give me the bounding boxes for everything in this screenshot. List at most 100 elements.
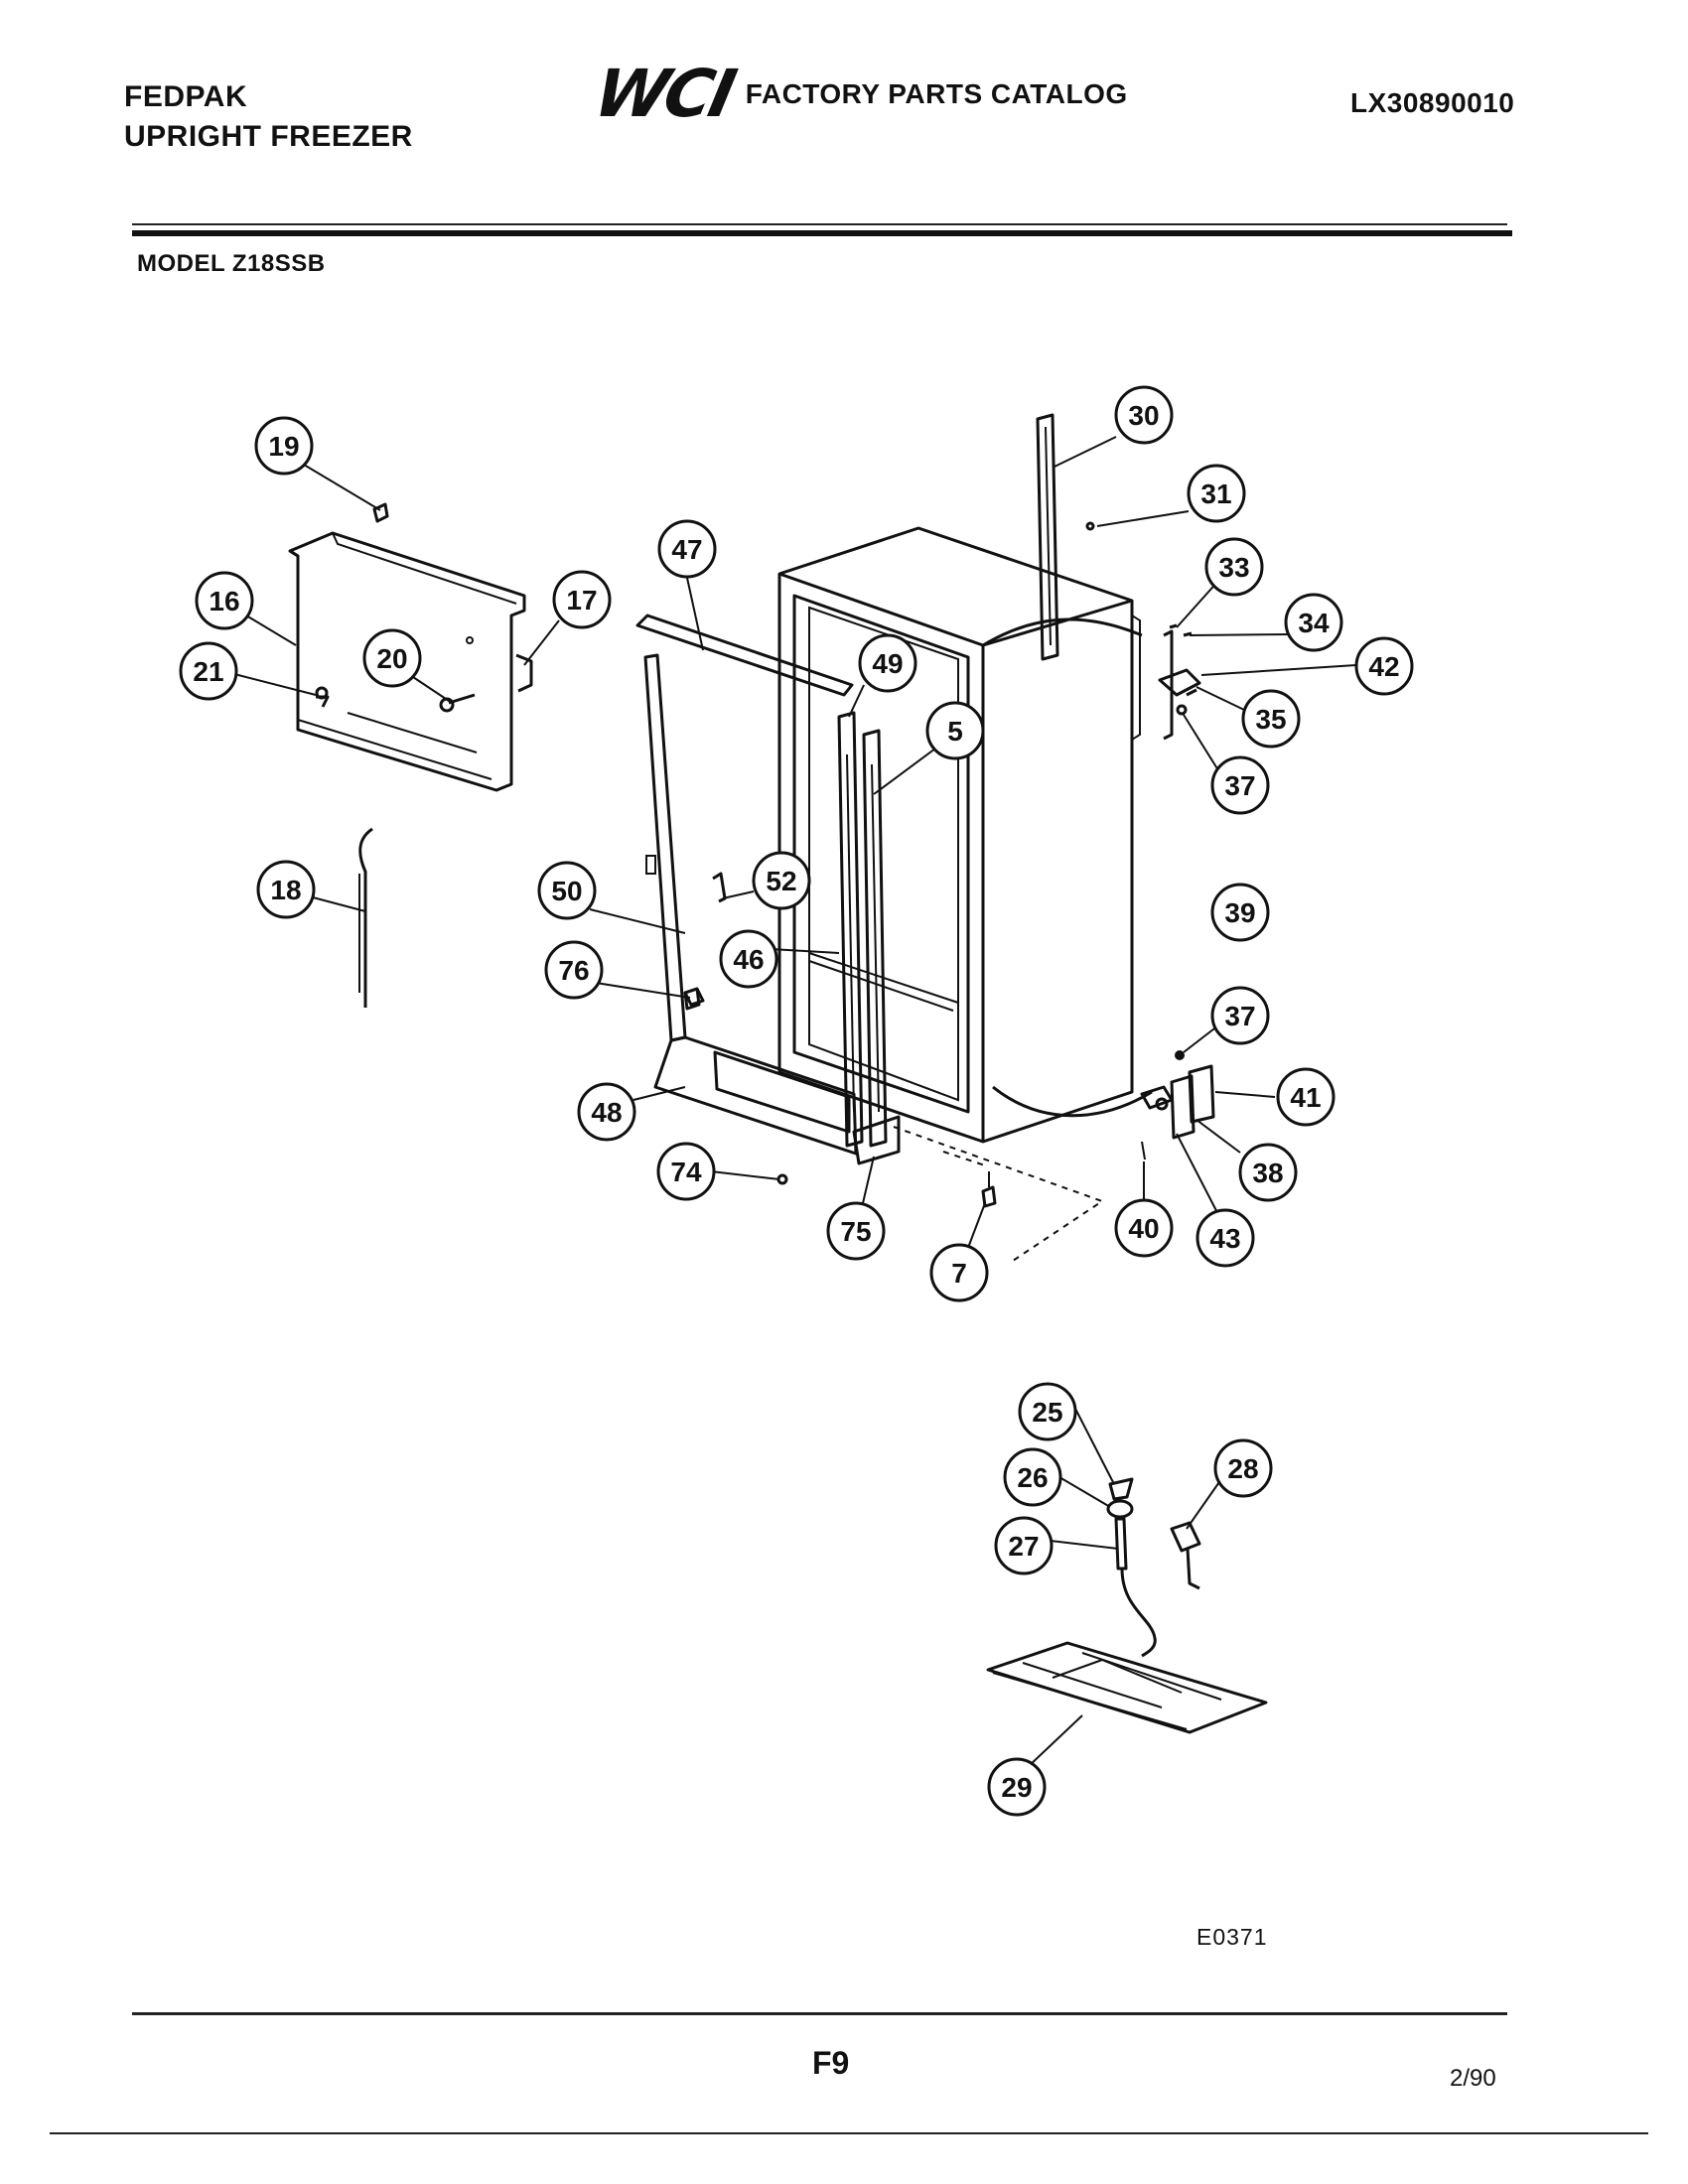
svg-text:37: 37 <box>1224 1001 1255 1031</box>
svg-text:43: 43 <box>1209 1223 1240 1254</box>
svg-text:27: 27 <box>1008 1531 1039 1562</box>
callout-34: 34 <box>1284 593 1343 652</box>
page-number: F9 <box>812 2045 850 2081</box>
catalog-header: WCI FACTORY PARTS CATALOG <box>588 56 1128 132</box>
callout-25: 25 <box>1018 1382 1077 1441</box>
svg-text:39: 39 <box>1224 897 1255 928</box>
callout-42: 42 <box>1354 636 1414 696</box>
callout-21: 21 <box>179 641 238 701</box>
svg-text:31: 31 <box>1200 478 1231 509</box>
revision-date: 2/90 <box>1450 2065 1496 2092</box>
svg-text:74: 74 <box>670 1157 702 1187</box>
callout-39: 39 <box>1210 883 1270 942</box>
callout-5: 5 <box>925 701 985 760</box>
bottom-edge-rule <box>50 2132 1648 2134</box>
svg-text:48: 48 <box>591 1097 622 1128</box>
callout-41: 41 <box>1276 1067 1336 1127</box>
callout-38: 38 <box>1238 1143 1298 1202</box>
callout-74: 74 <box>656 1142 716 1201</box>
callout-76: 76 <box>544 940 604 1000</box>
callout-33: 33 <box>1204 537 1264 597</box>
svg-text:28: 28 <box>1227 1453 1258 1484</box>
svg-text:38: 38 <box>1252 1158 1283 1188</box>
svg-text:35: 35 <box>1255 704 1286 735</box>
callout-18: 18 <box>256 860 316 919</box>
svg-text:49: 49 <box>872 648 903 679</box>
svg-text:42: 42 <box>1368 651 1399 682</box>
brand-name: FEDPAK <box>124 80 248 113</box>
catalog-title: FACTORY PARTS CATALOG <box>745 78 1128 109</box>
callout-46: 46 <box>719 929 778 989</box>
freezer-cabinet <box>777 526 1153 1144</box>
drain-assembly <box>986 1477 1268 1734</box>
callout-50: 50 <box>537 861 597 920</box>
svg-text:30: 30 <box>1128 400 1159 431</box>
catalog-number: LX30890010 <box>1350 87 1515 118</box>
bracket-part-17 <box>515 653 533 693</box>
callout-31: 31 <box>1187 464 1246 523</box>
svg-text:5: 5 <box>947 716 963 747</box>
callout-40: 40 <box>1114 1198 1174 1258</box>
svg-text:37: 37 <box>1224 770 1255 801</box>
svg-text:40: 40 <box>1128 1213 1159 1244</box>
screw-part-21 <box>315 686 330 708</box>
svg-text:20: 20 <box>376 643 407 674</box>
svg-text:25: 25 <box>1032 1397 1062 1428</box>
header-rule-thin <box>132 223 1507 225</box>
hinge-strip-part-30 <box>1036 413 1059 661</box>
assembly-guide-lines <box>893 1126 1105 1262</box>
svg-text:33: 33 <box>1218 552 1249 583</box>
svg-text:29: 29 <box>1001 1772 1032 1803</box>
svg-text:26: 26 <box>1017 1462 1048 1493</box>
callout-29: 29 <box>987 1757 1047 1817</box>
small-hardware <box>683 872 997 1208</box>
callout-48: 48 <box>577 1082 636 1142</box>
callout-27: 27 <box>994 1516 1054 1575</box>
svg-text:75: 75 <box>840 1216 871 1247</box>
svg-text:19: 19 <box>268 431 299 462</box>
callout-16: 16 <box>195 571 254 630</box>
callout-43: 43 <box>1196 1208 1255 1268</box>
callout-17: 17 <box>552 570 612 629</box>
svg-text:52: 52 <box>766 866 796 896</box>
header-product-block: FEDPAK UPRIGHT FREEZER <box>124 77 413 157</box>
callout-49: 49 <box>858 633 917 693</box>
callout-20: 20 <box>362 628 422 688</box>
product-name: UPRIGHT FREEZER <box>124 120 413 153</box>
callout-28: 28 <box>1213 1438 1273 1498</box>
callout-52: 52 <box>752 851 811 910</box>
svg-text:47: 47 <box>671 534 702 565</box>
callout-35: 35 <box>1241 689 1301 749</box>
grille-panel <box>288 531 526 792</box>
callout-7: 7 <box>929 1243 989 1302</box>
clip-part-19 <box>372 502 389 523</box>
callout-19: 19 <box>254 416 314 476</box>
bottom-hinge-group <box>1140 1050 1215 1160</box>
callout-75: 75 <box>826 1201 886 1261</box>
footer-rule <box>132 2012 1507 2015</box>
svg-text:50: 50 <box>551 876 582 906</box>
svg-text:7: 7 <box>951 1258 967 1289</box>
door-gasket-frame <box>635 614 858 1156</box>
svg-text:76: 76 <box>558 955 589 986</box>
strip-part-18 <box>358 827 373 1008</box>
callout-26: 26 <box>1003 1447 1062 1507</box>
header-rule-thick <box>132 230 1512 236</box>
svg-text:17: 17 <box>566 585 597 615</box>
callout-30: 30 <box>1114 385 1174 445</box>
model-label: MODEL Z18SSB <box>137 250 326 277</box>
svg-text:34: 34 <box>1298 608 1330 638</box>
callout-37-top: 37 <box>1210 755 1270 815</box>
door-liner-strips <box>837 711 901 1165</box>
svg-text:46: 46 <box>733 944 764 975</box>
screw-part-20 <box>439 693 476 713</box>
svg-text:16: 16 <box>209 586 239 616</box>
svg-text:21: 21 <box>193 656 223 687</box>
callout-47: 47 <box>657 519 717 579</box>
top-hinge-group <box>1158 623 1201 741</box>
diagram-code: E0371 <box>1196 1924 1268 1950</box>
svg-text:18: 18 <box>270 875 301 905</box>
callout-37-bottom: 37 <box>1210 986 1270 1045</box>
svg-text:41: 41 <box>1290 1082 1321 1113</box>
